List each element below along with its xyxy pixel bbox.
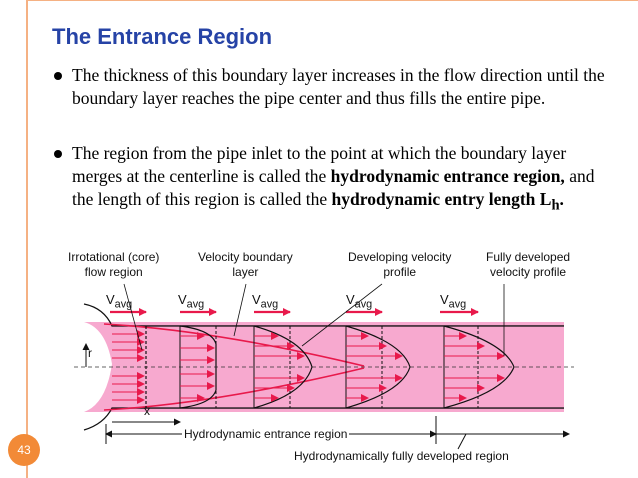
velocity-profile-station-4 (345, 325, 411, 409)
slide-left-border (0, 0, 28, 478)
label-velocity-boundary-layer: Velocity boundary layer (198, 250, 293, 279)
entrance-region-diagram: Irrotational (core) flow region Velocity… (64, 244, 584, 469)
bullet-dot (54, 72, 62, 80)
vavg-label-3: Vavg (252, 292, 279, 311)
slide-title: The Entrance Region (52, 24, 273, 49)
bullet-1-text: The thickness of this boundary layer inc… (72, 65, 605, 108)
page-number-badge: 43 (8, 434, 40, 466)
label-developing-profile: Developing velocity profile (348, 250, 452, 279)
pipe-bottom-wall (83, 407, 564, 431)
bullet-2-text-a: The region from the pipe inlet to the po… (72, 143, 567, 186)
bullet-dot (54, 150, 62, 158)
bullet-text-2: The region from the pipe inlet to the po… (72, 142, 612, 218)
slide-top-rule (28, 0, 638, 1)
vavg-label-4: Vavg (346, 292, 373, 311)
bullet-2-term-period: . (559, 189, 564, 209)
vavg-label-5: Vavg (440, 292, 467, 311)
bullet-2-text-b: and the length of this region is called … (72, 166, 595, 209)
velocity-profile-station-2 (179, 325, 217, 409)
pipe-top-wall (83, 303, 564, 327)
bullet-text-1: The thickness of this boundary layer inc… (72, 64, 612, 110)
label-fully-developed-profile: Fully developed velocity profile (486, 250, 571, 279)
velocity-profile-uniform (112, 326, 147, 408)
bullet-2-term-entrance-region: hydrodynamic entrance region, (330, 166, 565, 186)
vavg-label-1: Vavg (106, 292, 133, 311)
label-entrance-region: Hydrodynamic entrance region (182, 427, 350, 442)
x-axis-label: x (144, 404, 150, 418)
label-irrotational-flow: Irrotational (core) flow region (68, 250, 160, 279)
velocity-profile-station-3 (253, 325, 313, 409)
r-axis-label: r (88, 346, 92, 360)
bullet-2-term-entry-length: hydrodynamic entry length L (331, 189, 552, 209)
boundary-layer-top (103, 323, 365, 367)
boundary-layer-bottom (103, 367, 365, 411)
vavg-label-2: Vavg (178, 292, 205, 311)
bullet-2-term-subscript: h (551, 197, 560, 214)
pipe-flow-diagram (74, 283, 574, 450)
label-fully-developed-region: Hydrodynamically fully developed region (294, 449, 509, 463)
velocity-profile-fully-developed (443, 325, 515, 409)
